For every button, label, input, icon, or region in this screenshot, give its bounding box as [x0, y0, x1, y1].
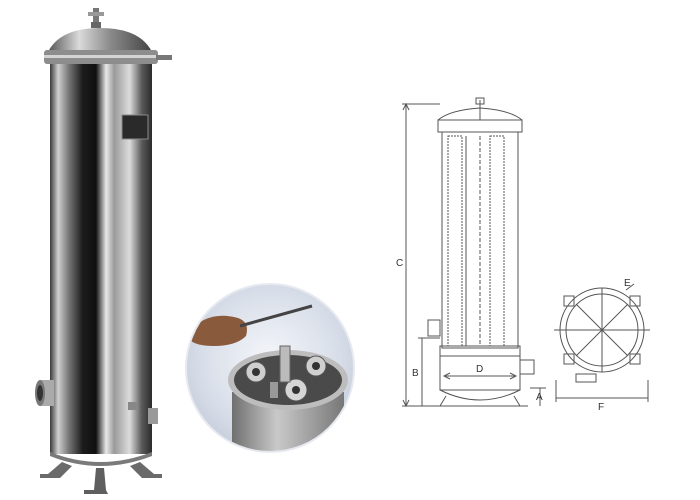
vent-valve	[88, 8, 104, 28]
label-e: E	[624, 278, 631, 289]
technical-drawing: C B D A E F	[396, 97, 650, 413]
dimension-b-line	[418, 337, 440, 406]
dimension-a-line	[530, 387, 546, 406]
label-c: C	[396, 258, 403, 269]
housing-elevation	[427, 97, 535, 407]
label-b: B	[412, 368, 419, 379]
nameplate	[121, 114, 149, 140]
dimension-c-line	[402, 102, 440, 408]
plan-view	[554, 283, 650, 383]
label-f: F	[598, 402, 604, 413]
inlet-port	[35, 380, 54, 406]
dimension-f-line	[555, 380, 649, 402]
filter-housing-photo	[35, 8, 355, 494]
cartridge-caps	[245, 345, 327, 402]
housing-base	[40, 452, 162, 494]
label-a: A	[536, 392, 543, 403]
inset-detail-image	[185, 283, 355, 453]
housing-lid	[44, 28, 172, 64]
dimension-d-line	[442, 372, 518, 380]
label-d: D	[476, 364, 483, 375]
